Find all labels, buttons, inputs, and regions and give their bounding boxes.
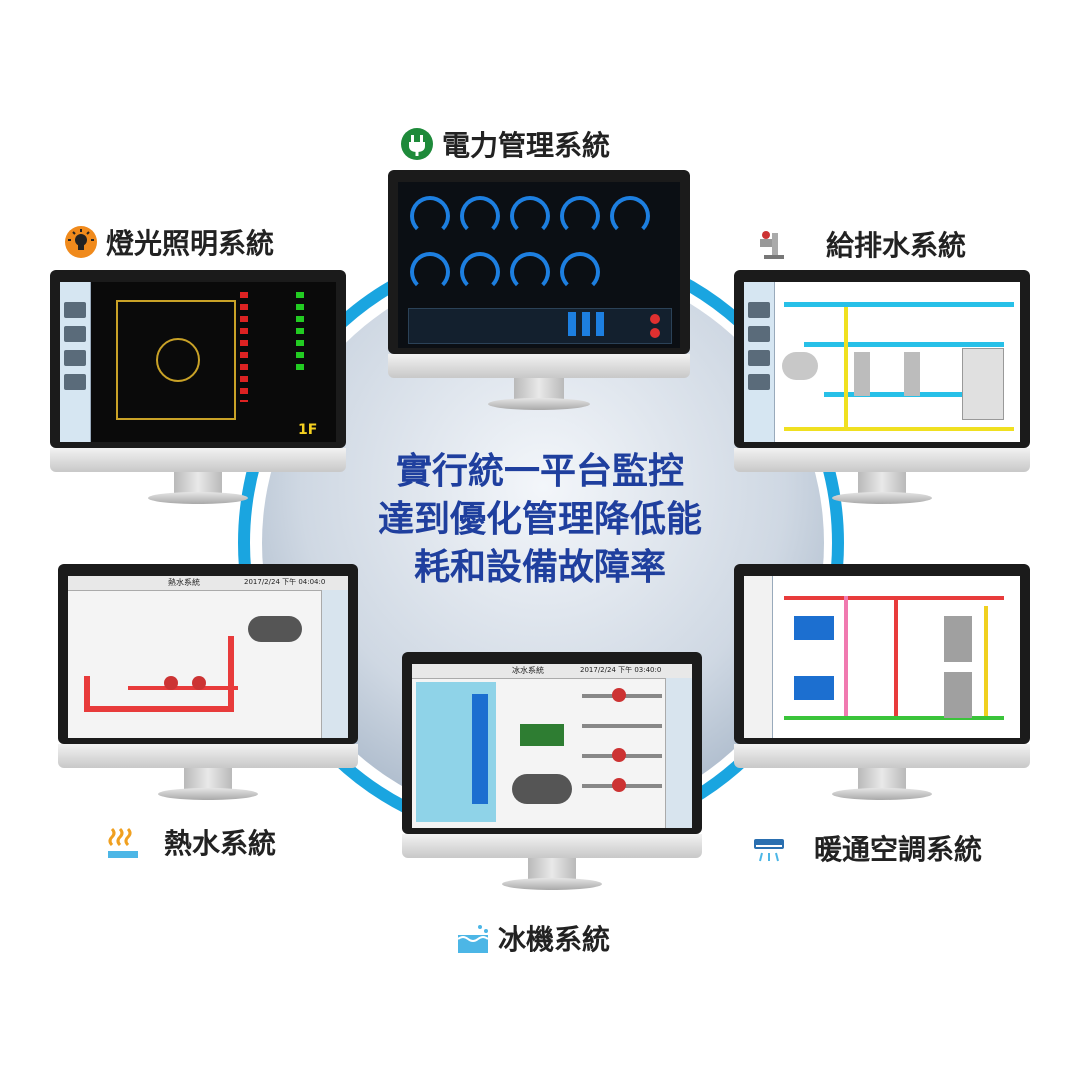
slogan-line-1: 實行統一平台監控 xyxy=(395,451,684,492)
light-bulb-icon xyxy=(64,225,98,259)
lighting-system-label: 燈光照明系統 xyxy=(64,222,274,262)
chiller-timestamp: 2017/2/24 下午 03:40:0 xyxy=(580,666,662,674)
chiller-screen[interactable]: 冰水系統 2017/2/24 下午 03:40:0 xyxy=(412,664,692,828)
power-system-title: 電力管理系統 xyxy=(442,129,611,162)
power-screen[interactable] xyxy=(398,182,680,348)
hvac-system-title: 暖通空調系統 xyxy=(814,833,983,866)
ice-water-icon xyxy=(456,921,490,955)
hotwater-system-title: 熱水系統 xyxy=(164,827,277,860)
water-system-title: 給排水系統 xyxy=(826,229,967,262)
slogan-line-3: 耗和設備故障率 xyxy=(413,547,666,588)
water-screen[interactable] xyxy=(744,282,1020,442)
water-system-label: 給排水系統 xyxy=(756,224,966,264)
slogan: 實行統一平台監控 達到優化管理降低能 耗和設備故障率 xyxy=(300,448,780,592)
slogan-line-2: 達到優化管理降低能 xyxy=(377,499,702,540)
air-conditioner-icon xyxy=(752,831,786,865)
hotwater-timestamp: 2017/2/24 下午 04:04:0 xyxy=(244,578,326,586)
hvac-system-label: 暖通空調系統 xyxy=(752,828,982,868)
hvac-screen[interactable] xyxy=(744,576,1020,738)
hotwater-screen[interactable]: 熱水系統 2017/2/24 下午 04:04:0 xyxy=(68,576,348,738)
chiller-screen-title: 冰水系統 xyxy=(512,666,544,675)
heat-waves-icon xyxy=(106,825,140,859)
lighting-system-title: 燈光照明系統 xyxy=(106,227,275,260)
faucet-icon xyxy=(756,227,790,261)
hotwater-system-label: 熱水系統 xyxy=(106,822,276,862)
power-system-label: 電力管理系統 xyxy=(400,124,610,164)
floor-indicator[interactable]: 1F xyxy=(298,422,318,438)
lighting-screen[interactable]: 1F xyxy=(60,282,336,442)
chiller-system-title: 冰機系統 xyxy=(498,923,611,956)
chiller-system-label: 冰機系統 xyxy=(456,918,610,958)
hotwater-screen-title: 熱水系統 xyxy=(168,578,200,587)
power-plug-icon xyxy=(400,127,434,161)
